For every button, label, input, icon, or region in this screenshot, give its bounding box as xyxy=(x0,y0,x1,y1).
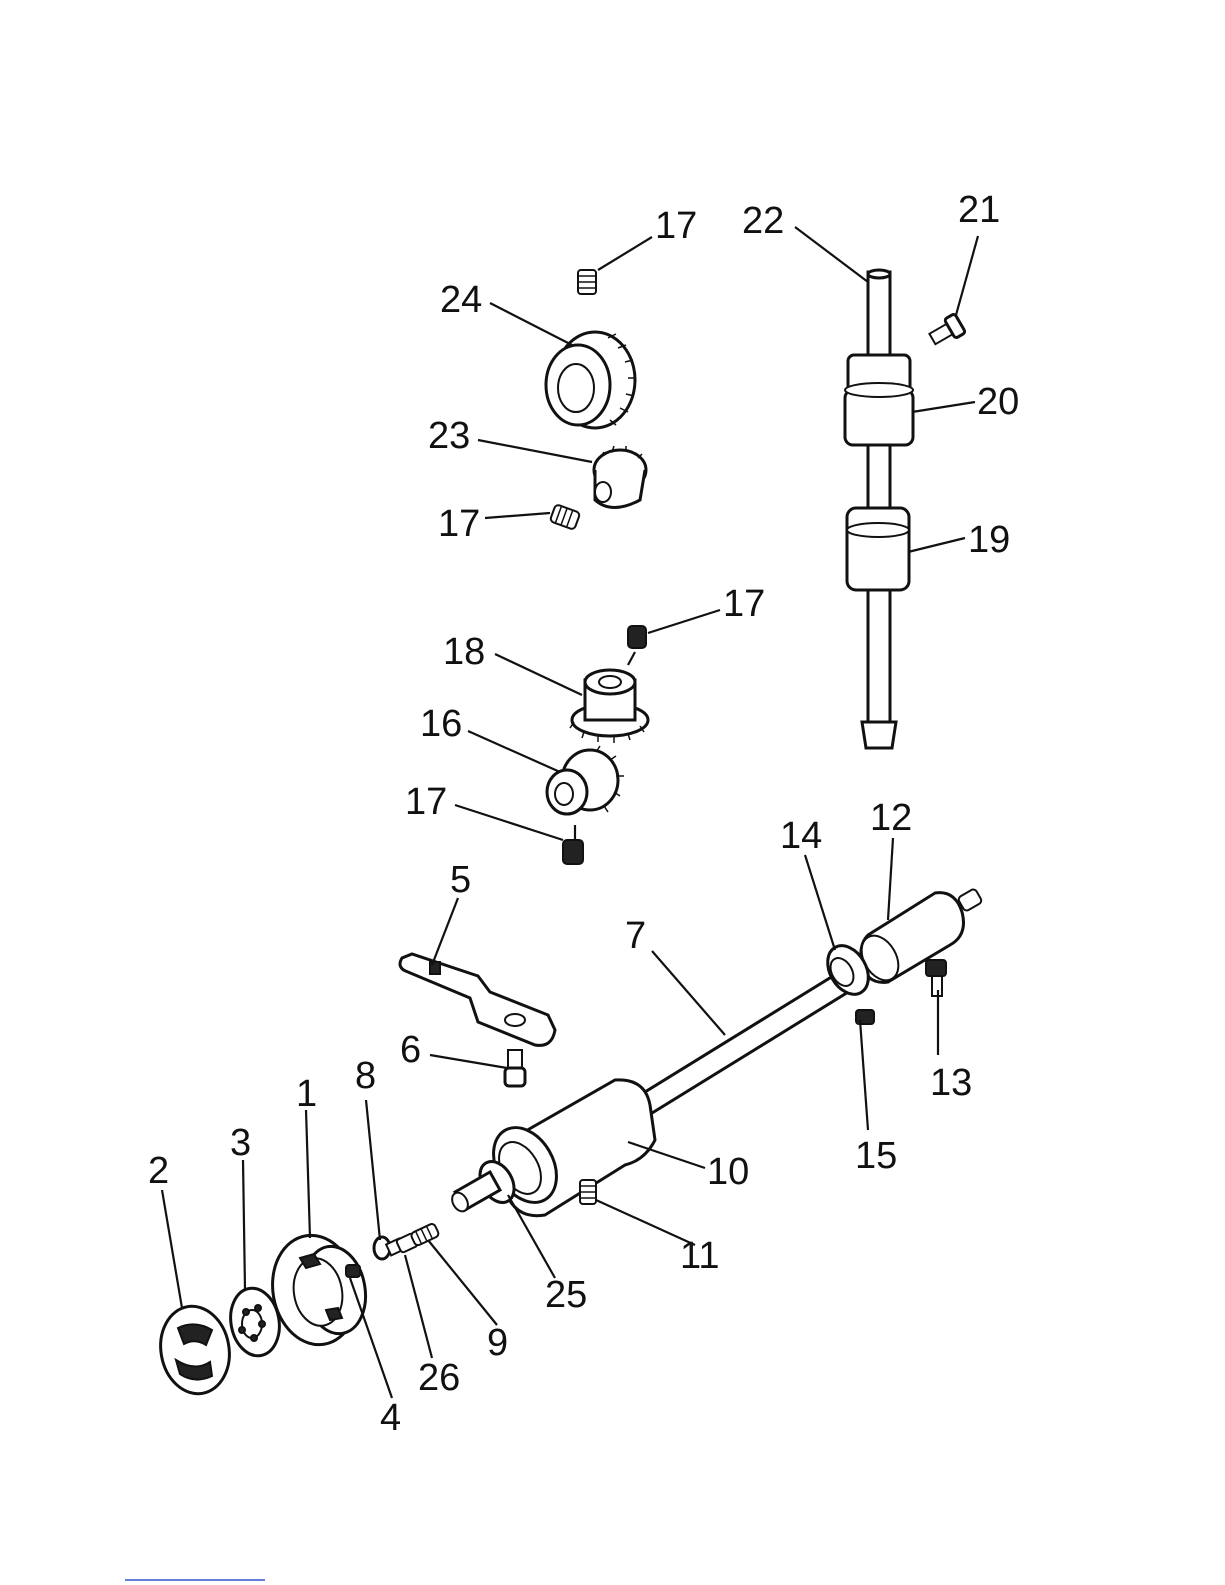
gear-18 xyxy=(570,670,648,743)
set-screw-11 xyxy=(580,1180,596,1204)
set-screw-17d xyxy=(563,840,583,864)
gear-24 xyxy=(546,332,636,428)
screw-15 xyxy=(856,1010,874,1024)
screw-21 xyxy=(927,313,966,348)
set-screw-17b xyxy=(550,504,581,530)
label-17b: 17 xyxy=(438,503,480,545)
label-23: 23 xyxy=(428,415,470,457)
label-17d: 17 xyxy=(405,781,447,823)
label-2: 2 xyxy=(148,1150,169,1192)
label-19: 19 xyxy=(968,519,1010,561)
label-17a: 17 xyxy=(655,205,697,247)
label-26: 26 xyxy=(418,1357,460,1399)
label-15: 15 xyxy=(855,1135,897,1177)
label-14: 14 xyxy=(780,815,822,857)
screw-4 xyxy=(346,1265,360,1277)
bushing-19 xyxy=(847,508,909,590)
label-25: 25 xyxy=(545,1274,587,1316)
label-17c: 17 xyxy=(723,583,765,625)
label-1: 1 xyxy=(296,1073,317,1115)
label-8: 8 xyxy=(355,1055,376,1097)
label-9: 9 xyxy=(487,1322,508,1364)
spring-9 xyxy=(410,1223,439,1247)
label-21: 21 xyxy=(958,189,1000,231)
label-12: 12 xyxy=(870,797,912,839)
label-22: 22 xyxy=(742,200,784,242)
screw-13 xyxy=(926,960,946,996)
label-16: 16 xyxy=(420,703,462,745)
label-18: 18 xyxy=(443,631,485,673)
screw-6 xyxy=(505,1050,525,1086)
plate-5 xyxy=(400,954,555,1045)
vertical-shaft-22 xyxy=(868,272,890,722)
label-5: 5 xyxy=(450,859,471,901)
set-screw-17a xyxy=(578,270,596,294)
label-6: 6 xyxy=(400,1029,421,1071)
gear-23 xyxy=(594,446,646,508)
vertical-shaft-assembly xyxy=(845,270,966,748)
bushing-12 xyxy=(854,888,983,987)
label-4: 4 xyxy=(380,1397,401,1439)
label-24: 24 xyxy=(440,279,482,321)
bobbin-case-2 xyxy=(154,1301,236,1399)
set-screw-17c xyxy=(628,626,646,648)
label-13: 13 xyxy=(930,1062,972,1104)
bushing-20 xyxy=(845,355,913,445)
label-11: 11 xyxy=(680,1235,719,1277)
label-3: 3 xyxy=(230,1122,251,1164)
label-10: 10 xyxy=(707,1151,749,1193)
label-20: 20 xyxy=(977,381,1019,423)
label-7: 7 xyxy=(625,915,646,957)
gear-16 xyxy=(547,746,624,814)
